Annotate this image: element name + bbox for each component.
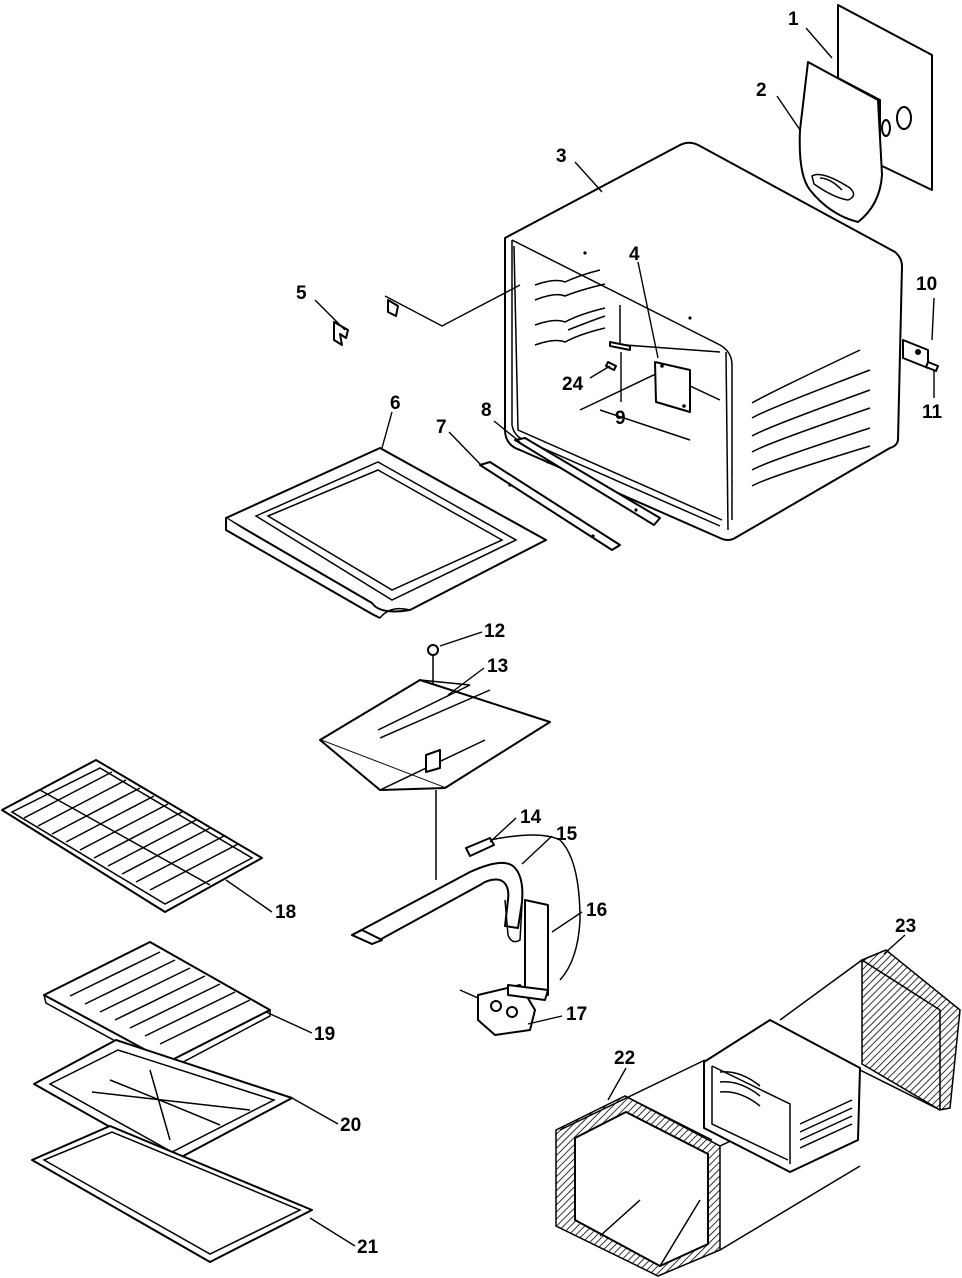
part-7-side-rail (479, 461, 621, 551)
callout-10: 10 (916, 274, 937, 295)
part-21-drip-tray (31, 1125, 313, 1263)
callout-5: 5 (296, 283, 307, 304)
part-22-insulation-wrap (555, 1059, 861, 1277)
callout-1: 1 (788, 9, 799, 30)
leader-12 (439, 631, 483, 647)
leader-16 (551, 911, 583, 933)
part-12-screw (427, 644, 439, 656)
callout-22: 22 (614, 1048, 635, 1069)
leader-15 (521, 835, 553, 865)
callout-17: 17 (566, 1004, 587, 1025)
leader-7 (448, 431, 483, 467)
part-23-insulation-back (779, 949, 961, 1111)
callout-20: 20 (340, 1115, 361, 1136)
part-6-oven-bottom (225, 447, 547, 619)
part-18-oven-rack (1, 759, 263, 913)
callout-7: 7 (436, 417, 447, 438)
leader-14 (489, 817, 517, 843)
part-17-gas-valve (459, 984, 549, 1036)
leader-4 (637, 261, 659, 359)
callout-4: 4 (629, 244, 640, 265)
leader-1 (805, 27, 833, 59)
part-2-flue-deflector (798, 61, 891, 223)
leader-24 (589, 365, 611, 379)
part-19-broiler-grid (43, 941, 271, 1071)
leader-17 (527, 1015, 563, 1025)
leader-5b (384, 284, 521, 327)
callout-15: 15 (556, 824, 578, 845)
leader-5 (314, 299, 346, 331)
leader-8 (493, 420, 521, 443)
part-14-igniter (465, 834, 561, 857)
leader-21 (309, 1217, 356, 1247)
leader-19 (265, 1011, 313, 1034)
callout-19: 19 (314, 1024, 335, 1045)
leader-20 (291, 1097, 339, 1125)
leader-lines (225, 27, 935, 1247)
callout-23: 23 (895, 916, 916, 937)
leader-3 (574, 161, 603, 193)
callout-11: 11 (922, 402, 943, 423)
part-16-bracket (524, 839, 581, 996)
leader-2 (776, 95, 801, 131)
leader-23 (883, 934, 906, 955)
callout-8: 8 (481, 400, 492, 421)
callout-12: 12 (484, 621, 505, 642)
callout-16: 16 (586, 900, 607, 921)
callout-21: 21 (357, 1237, 379, 1258)
leader-13 (447, 667, 485, 696)
exploded-cavity-small (703, 1019, 861, 1173)
part-5-clip (333, 299, 399, 346)
part-4-cover-plate (654, 361, 691, 413)
callout-2: 2 (756, 80, 767, 101)
part-10-hinge-bracket (902, 339, 929, 369)
leader-18 (225, 879, 273, 913)
part-11-screw (925, 361, 939, 372)
part-13-burner-baffle (319, 679, 551, 791)
callout-18: 18 (275, 902, 296, 923)
callout-9: 9 (615, 408, 626, 429)
leader-6 (381, 411, 393, 449)
part-8-side-rail (514, 437, 661, 526)
callout-13: 13 (487, 656, 508, 677)
part-9-stud (609, 305, 631, 351)
part-24-screw (605, 361, 617, 371)
leader-10 (931, 297, 935, 341)
callout-3: 3 (556, 146, 567, 167)
part-15-burner-tube (351, 861, 524, 945)
leader-22 (607, 1067, 627, 1101)
callout-labels: 1 2 3 4 5 6 7 8 9 10 11 12 13 14 15 16 1… (275, 9, 943, 1258)
callout-6: 6 (390, 393, 401, 414)
callout-14: 14 (520, 807, 542, 828)
part-3-oven-cavity (504, 141, 903, 541)
callout-24: 24 (562, 374, 584, 395)
